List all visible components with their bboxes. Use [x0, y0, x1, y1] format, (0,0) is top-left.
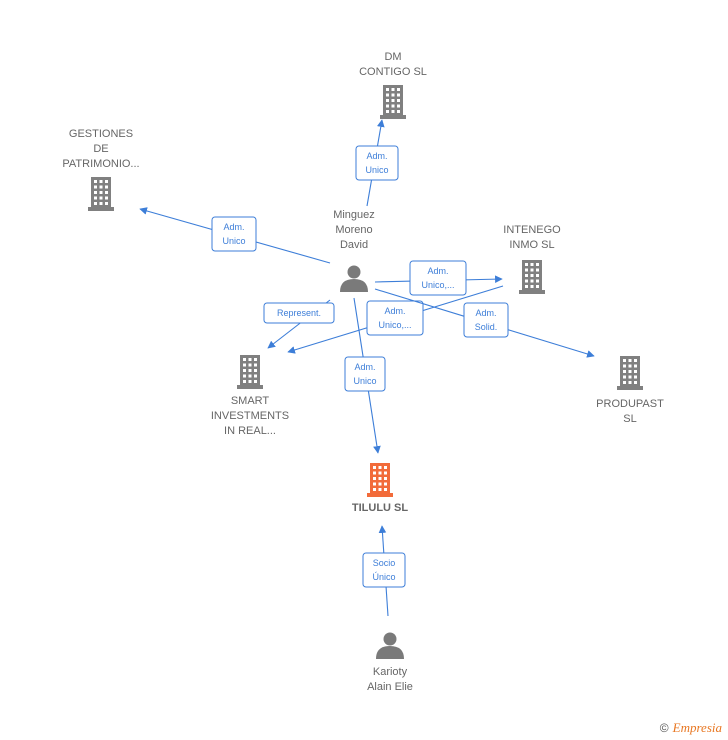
node-label: INTENEGO	[503, 224, 561, 236]
node-label: DM	[384, 51, 401, 63]
building-icon	[367, 463, 393, 497]
node-label: SL	[623, 413, 636, 425]
edge-label-box[interactable]	[362, 552, 406, 588]
edge-label-text: Unico,...	[378, 320, 411, 330]
gestiones-de-patrimonio-node[interactable]: GESTIONES DE PATRIMONIO...	[62, 128, 140, 211]
node-label: PATRIMONIO...	[62, 158, 139, 170]
node-label: INVESTMENTS	[211, 410, 289, 422]
building-icon	[617, 356, 643, 390]
edge-label-text: Adm.	[366, 151, 387, 161]
edge-label-text: Adm.	[223, 222, 244, 232]
relation-edge[interactable]: Represent.	[263, 299, 335, 349]
edge-label-text: Solid.	[475, 322, 498, 332]
node-label: PRODUPAST	[596, 398, 664, 410]
relation-edge[interactable]: Adm. Solid.	[374, 288, 595, 358]
node-label: Moreno	[335, 224, 372, 236]
edge-label-text: Unico	[365, 165, 388, 175]
edge-label-text: Adm.	[427, 266, 448, 276]
intenego-inmo-sl-node[interactable]: INTENEGO INMO SL	[503, 224, 561, 294]
relation-edge[interactable]: Adm. Unico,...	[374, 260, 503, 296]
edge-label-text: Unico	[353, 376, 376, 386]
edge-label-text: Unico	[222, 236, 245, 246]
relation-edge[interactable]: Adm. Unico	[355, 119, 399, 207]
dm-contigo-sl-node[interactable]: DM CONTIGO SL	[359, 51, 427, 119]
edge-label-text: Único	[372, 572, 395, 582]
node-label: Karioty	[373, 666, 408, 678]
node-label: SMART	[231, 395, 270, 407]
node-label: TILULU SL	[352, 502, 408, 514]
edge-label-text: Socio	[373, 558, 396, 568]
building-icon	[237, 355, 263, 389]
copyright-icon: ©	[659, 721, 669, 735]
footer-credit: © Empresia	[660, 720, 722, 736]
edge-label-box[interactable]	[211, 216, 257, 252]
relation-edge[interactable]: Adm. Unico,...	[287, 285, 504, 354]
relation-edge[interactable]: Adm. Unico	[139, 207, 331, 264]
building-icon	[519, 260, 545, 294]
tilulu-sl-node[interactable]: TILULU SL	[352, 463, 408, 514]
node-label: DE	[93, 143, 108, 155]
node-label: Alain Elie	[367, 681, 413, 693]
edge-label-text: Unico,...	[421, 280, 454, 290]
produpast-sl-node[interactable]: PRODUPAST SL	[596, 356, 664, 425]
edge-label-box[interactable]	[344, 356, 386, 392]
edge-label-text: Represent.	[277, 308, 321, 318]
edge-label-box[interactable]	[463, 302, 509, 338]
brand-logo[interactable]: Empresia	[672, 720, 722, 735]
node-label: CONTIGO SL	[359, 66, 427, 78]
person-icon	[376, 632, 404, 659]
building-icon	[380, 85, 406, 119]
relation-edge[interactable]: Adm. Unico	[344, 297, 386, 454]
edge-label-box[interactable]	[355, 145, 399, 181]
edge-label-text: Adm.	[475, 308, 496, 318]
node-label: INMO SL	[509, 239, 554, 251]
node-label: IN REAL...	[224, 425, 276, 437]
node-label: Minguez	[333, 209, 375, 221]
building-icon	[88, 177, 114, 211]
smart-investments-node[interactable]: SMART INVESTMENTS IN REAL...	[211, 355, 289, 437]
edge-label-text: Adm.	[384, 306, 405, 316]
node-label: David	[340, 239, 368, 251]
edge-label-box[interactable]	[409, 260, 467, 296]
person-icon	[340, 265, 368, 292]
edge-label-text: Adm.	[354, 362, 375, 372]
edge-label-box[interactable]	[366, 300, 424, 336]
edge-label-box[interactable]	[263, 302, 335, 324]
node-label: GESTIONES	[69, 128, 133, 140]
